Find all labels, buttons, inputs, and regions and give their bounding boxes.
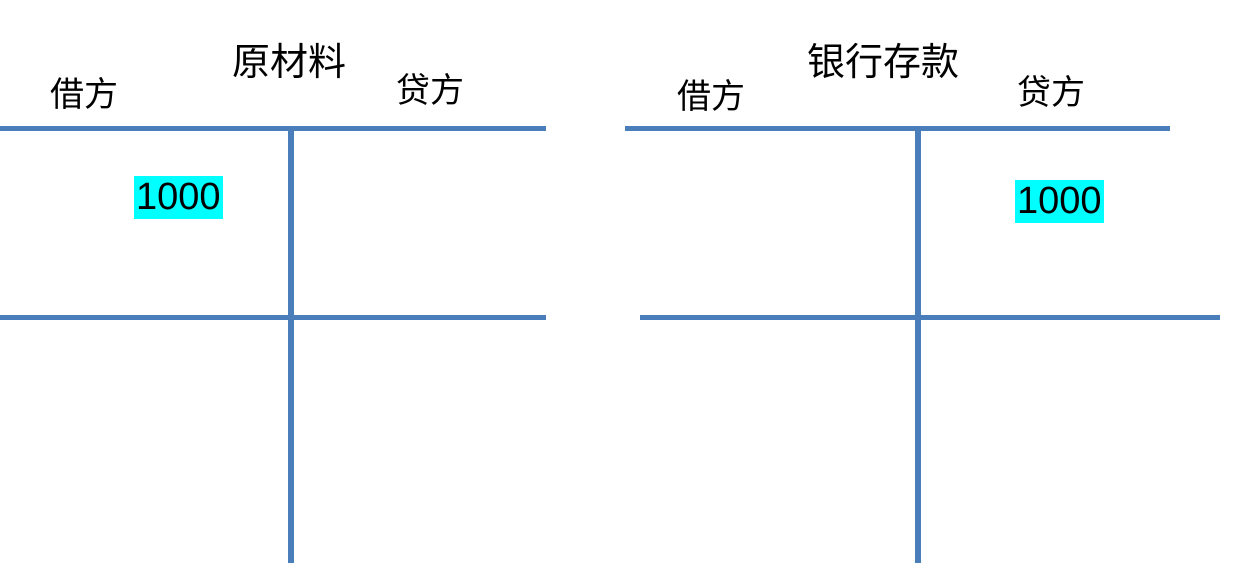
account-vertical-divider xyxy=(915,126,921,563)
credit-amount-entry: 1000 xyxy=(1015,180,1104,223)
debit-column-label: 借方 xyxy=(50,76,118,114)
t-account-raw-materials: 原材料 借方 贷方 1000 xyxy=(0,0,600,563)
t-account-bank-deposit: 银行存款 借方 贷方 1000 xyxy=(625,0,1237,563)
debit-column-label: 借方 xyxy=(677,78,745,116)
account-middle-rule xyxy=(640,315,1220,320)
account-top-rule xyxy=(0,126,546,131)
account-title: 银行存款 xyxy=(807,42,960,84)
credit-column-label: 贷方 xyxy=(396,72,464,110)
debit-amount-entry: 1000 xyxy=(134,176,223,219)
account-vertical-divider xyxy=(288,126,294,563)
credit-column-label: 贷方 xyxy=(1017,74,1085,112)
account-middle-rule xyxy=(0,315,546,320)
account-title: 原材料 xyxy=(232,42,347,84)
account-top-rule xyxy=(625,126,1170,131)
